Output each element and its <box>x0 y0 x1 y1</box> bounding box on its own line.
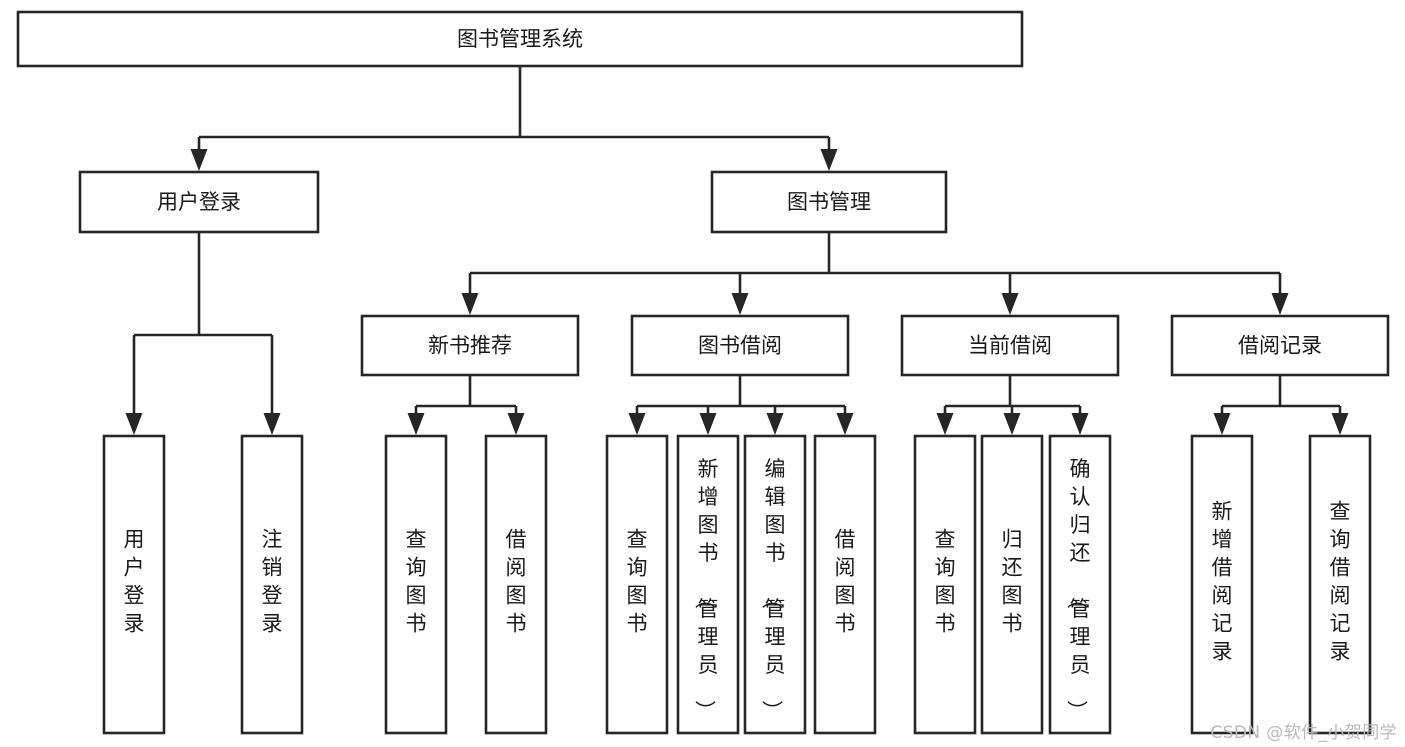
node-label-user-login: 用户登录 <box>157 190 241 214</box>
watermark-label: CSDN @软件_小贺同学 <box>1210 723 1397 743</box>
node-leaf-user-login[interactable]: 用户登录 <box>102 434 166 735</box>
branch-new-book-recommend <box>407 375 525 435</box>
node-label-borrow-record: 借阅记录 <box>1238 334 1322 358</box>
node-box-leaf-query-book-1[interactable] <box>384 434 448 735</box>
node-leaf-confirm-return[interactable]: 确认归还（管理员） <box>1048 434 1112 735</box>
node-leaf-add-record[interactable]: 新增借阅记录 <box>1190 434 1254 735</box>
node-box-borrow-record[interactable] <box>1170 314 1390 377</box>
node-label-root: 图书管理系统 <box>457 27 583 51</box>
arrow-head-icon <box>1213 413 1231 435</box>
arrow-head-icon <box>820 149 838 171</box>
node-box-user-login[interactable] <box>78 170 320 234</box>
arrow-head-icon <box>936 413 954 435</box>
node-leaf-edit-book[interactable]: 编辑图书（管理员） <box>743 434 807 735</box>
node-leaf-query-book-2[interactable]: 查询图书 <box>605 434 669 735</box>
branch-user-login <box>125 232 281 435</box>
node-leaf-logout[interactable]: 注销登录 <box>240 434 304 735</box>
arrow-head-icon <box>699 413 717 435</box>
arrow-head-icon <box>1331 413 1349 435</box>
node-root[interactable]: 图书管理系统 <box>16 10 1024 68</box>
node-label-leaf-query-book-1: 查询图书 <box>406 528 427 636</box>
connectors-layer <box>125 66 1349 435</box>
node-box-leaf-confirm-return[interactable] <box>1048 434 1112 735</box>
nodes-layer: 图书管理系统用户登录图书管理新书推荐图书借阅当前借阅借阅记录用户登录注销登录查询… <box>16 10 1390 735</box>
node-box-leaf-return-book[interactable] <box>980 434 1044 735</box>
arrow-head-icon <box>731 293 749 315</box>
node-book-borrow[interactable]: 图书借阅 <box>630 314 850 377</box>
arrow-head-icon <box>407 413 425 435</box>
arrow-head-icon <box>461 293 479 315</box>
node-label-current-borrow: 当前借阅 <box>968 334 1052 358</box>
arrow-head-icon <box>125 413 143 435</box>
branch-borrow-record <box>1213 375 1349 435</box>
arrow-head-icon <box>628 413 646 435</box>
node-borrow-record[interactable]: 借阅记录 <box>1170 314 1390 377</box>
arrow-head-icon <box>766 413 784 435</box>
node-user-login[interactable]: 用户登录 <box>78 170 320 234</box>
node-label-leaf-logout: 注销登录 <box>262 528 283 636</box>
branch-book-borrow <box>628 375 854 435</box>
node-box-book-management[interactable] <box>710 170 948 234</box>
node-label-leaf-borrow-book-2: 借阅图书 <box>835 528 856 636</box>
node-label-leaf-query-book-3: 查询图书 <box>935 528 956 636</box>
node-box-leaf-query-book-3[interactable] <box>913 434 977 735</box>
arrow-head-icon <box>190 149 208 171</box>
node-new-book-recommend[interactable]: 新书推荐 <box>360 314 580 377</box>
arrow-head-icon <box>507 413 525 435</box>
node-box-new-book-recommend[interactable] <box>360 314 580 377</box>
arrow-head-icon <box>263 413 281 435</box>
node-box-leaf-logout[interactable] <box>240 434 304 735</box>
branch-current-borrow <box>936 375 1089 435</box>
node-leaf-query-book-3[interactable]: 查询图书 <box>913 434 977 735</box>
node-leaf-query-book-1[interactable]: 查询图书 <box>384 434 448 735</box>
node-book-management[interactable]: 图书管理 <box>710 170 948 234</box>
node-box-leaf-add-book[interactable] <box>676 434 740 735</box>
node-label-leaf-confirm-return: 确认归还（管理员） <box>1065 457 1091 721</box>
node-current-borrow[interactable]: 当前借阅 <box>900 314 1120 377</box>
arrow-head-icon <box>1003 413 1021 435</box>
node-leaf-borrow-book-1[interactable]: 借阅图书 <box>484 434 548 735</box>
arrow-head-icon <box>1001 293 1019 315</box>
node-label-leaf-query-book-2: 查询图书 <box>627 528 648 636</box>
node-box-leaf-user-login[interactable] <box>102 434 166 735</box>
node-box-leaf-query-record[interactable] <box>1308 434 1372 735</box>
node-label-leaf-borrow-book-1: 借阅图书 <box>506 528 527 636</box>
node-box-leaf-query-book-2[interactable] <box>605 434 669 735</box>
node-leaf-return-book[interactable]: 归还图书 <box>980 434 1044 735</box>
node-leaf-borrow-book-2[interactable]: 借阅图书 <box>813 434 877 735</box>
branch-book-management <box>461 232 1289 315</box>
node-box-book-borrow[interactable] <box>630 314 850 377</box>
node-label-leaf-add-book: 新增图书（管理员） <box>693 457 719 721</box>
node-box-leaf-add-record[interactable] <box>1190 434 1254 735</box>
node-leaf-add-book[interactable]: 新增图书（管理员） <box>676 434 740 735</box>
node-label-new-book-recommend: 新书推荐 <box>428 334 512 358</box>
node-box-leaf-edit-book[interactable] <box>743 434 807 735</box>
node-label-book-borrow: 图书借阅 <box>698 334 782 358</box>
node-label-leaf-edit-book: 编辑图书（管理员） <box>760 457 786 721</box>
node-label-book-management: 图书管理 <box>787 190 871 214</box>
node-label-leaf-user-login: 用户登录 <box>124 528 145 636</box>
arrow-head-icon <box>1071 413 1089 435</box>
node-label-leaf-query-record: 查询借阅记录 <box>1330 500 1351 664</box>
node-box-root[interactable] <box>16 10 1024 68</box>
node-box-current-borrow[interactable] <box>900 314 1120 377</box>
node-leaf-query-record[interactable]: 查询借阅记录 <box>1308 434 1372 735</box>
arrow-head-icon <box>1271 293 1289 315</box>
node-label-leaf-add-record: 新增借阅记录 <box>1212 500 1233 664</box>
node-box-leaf-borrow-book-1[interactable] <box>484 434 548 735</box>
node-box-leaf-borrow-book-2[interactable] <box>813 434 877 735</box>
branch-root <box>190 66 838 171</box>
arrow-head-icon <box>836 413 854 435</box>
node-label-leaf-return-book: 归还图书 <box>1002 528 1023 636</box>
